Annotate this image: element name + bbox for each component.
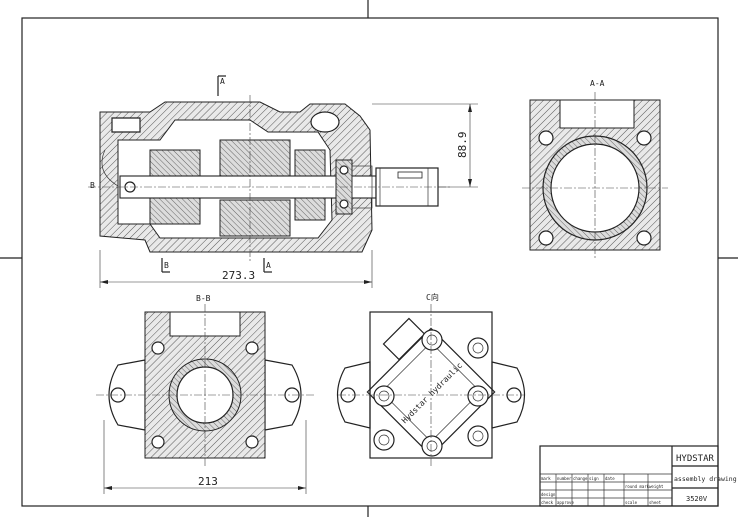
tb-cell-3: sign [589,476,599,481]
section-label-bottom: A [266,261,271,270]
tb-cell-5: design [541,492,556,497]
main-section-view: A A B B 273.3 88.9 [88,75,478,288]
dim-bb-width: 213 [198,475,218,488]
view-bb: B-B 213 [96,294,314,494]
tb-cell-4: date [605,476,615,481]
view-aa: A-A [522,79,668,258]
dim-main-height: 88.9 [456,132,469,159]
tb-drawing-number: 3520V [686,495,708,503]
tb-cell-2: change [573,476,588,481]
dim-main-width: 273.3 [222,269,255,282]
tb-company: HYDSTAR [676,454,715,464]
tb-cell-9: weight [649,484,664,489]
section-label-b-bottom: B [164,261,169,270]
section-label-left: B [90,181,95,190]
tb-cell-7: approve [557,500,574,505]
tb-drawing-name: assembly drawing [674,475,737,483]
plate-text: Hydstar hydraulic [400,361,464,425]
tb-cell-0: mark [541,476,551,481]
tb-cell-1: number [557,476,572,481]
title-block: mark number change sign date design chec… [539,445,737,507]
view-aa-title: A-A [590,79,605,88]
section-label-top: A [220,77,225,86]
view-bb-title: B-B [196,294,211,303]
view-c: C向 Hydstar hydraulic [336,292,526,466]
tb-cell-6: check [541,500,554,505]
view-c-title: C向 [426,292,439,302]
tb-cell-11: sheet [649,500,662,505]
tb-cell-10: scale [625,500,638,505]
tb-cell-8: round mark [625,484,650,489]
